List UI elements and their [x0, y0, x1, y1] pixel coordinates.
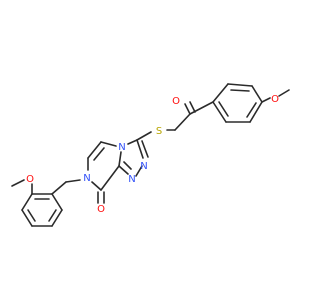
pyrazinone-ring: [87, 141, 120, 204]
right-methoxy-group: [261, 89, 290, 103]
molecule-diagram: O O S N N N N O O: [11, 83, 290, 227]
left-methoxy-group: [11, 179, 33, 195]
atom-o-lactam: O: [97, 204, 105, 215]
thioether-bond: [136, 131, 152, 141]
atom-o-methoxy-right: O: [271, 94, 279, 105]
atom-n-ring-triazole-bottom: N: [128, 174, 135, 185]
atom-n-ring-triazole-top: N: [140, 161, 147, 172]
atom-n-ring-bridge: N: [118, 142, 125, 153]
left-phenyl-ring: [21, 179, 81, 227]
atom-n-ring-pyrazinone: N: [83, 173, 90, 184]
atom-s-thioether: S: [156, 126, 162, 137]
right-phenyl-ring: [212, 83, 263, 123]
atom-o-ketone: O: [172, 96, 180, 107]
triazole-ring: [118, 139, 149, 177]
ketone-linker: [166, 101, 214, 131]
atom-o-methoxy-left: O: [26, 174, 34, 185]
